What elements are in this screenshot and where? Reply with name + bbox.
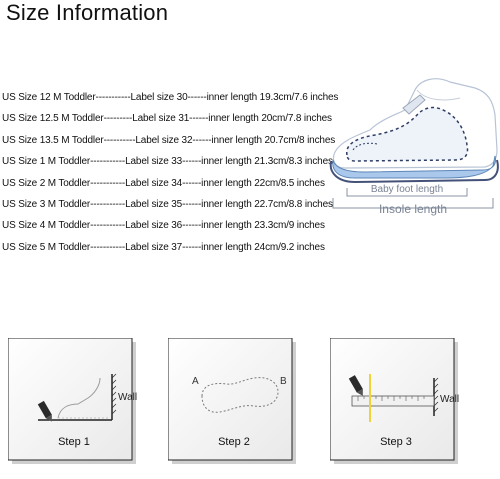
size-row: US Size 13.5 M Toddler----------Label si… bbox=[2, 134, 336, 146]
wall-label: Wall bbox=[118, 392, 137, 403]
size-row: US Size 3 M Toddler-----------Label size… bbox=[2, 198, 333, 210]
point-b-label: B bbox=[280, 376, 287, 387]
baby-foot-length-bracket bbox=[346, 188, 468, 197]
size-row: US Size 2 M Toddler-----------Label size… bbox=[2, 177, 325, 189]
step-2-label: Step 2 bbox=[218, 436, 250, 448]
size-row: US Size 1 M Toddler-----------Label size… bbox=[2, 156, 333, 168]
shoe-sole bbox=[329, 159, 499, 184]
shoe-upper-outline bbox=[332, 78, 498, 169]
wall-label: Wall bbox=[440, 394, 459, 405]
point-a-label: A bbox=[192, 376, 199, 387]
measurement-steps: Wall Step 1 A B Step 2 bbox=[0, 338, 500, 473]
step-1-card: Wall Step 1 bbox=[8, 338, 140, 468]
insole-length-bracket bbox=[332, 198, 494, 209]
shoe-measurement-diagram: Baby foot length Insole length bbox=[329, 78, 499, 216]
insole-length-label: Insole length bbox=[379, 202, 447, 216]
size-row: US Size 4 M Toddler-----------Label size… bbox=[2, 220, 325, 232]
baby-foot-length-label: Baby foot length bbox=[371, 184, 443, 195]
size-row: US Size 12 M Toddler-----------Label siz… bbox=[2, 92, 339, 103]
baby-foot-outline bbox=[346, 106, 469, 162]
step-2-illustration: A B bbox=[168, 338, 296, 464]
step-1-illustration: Wall bbox=[8, 338, 137, 464]
step-3-card: Wall Step 3 bbox=[330, 338, 462, 468]
size-row: US Size 12.5 M Toddler---------Label siz… bbox=[2, 113, 332, 125]
shoe-collar bbox=[416, 89, 461, 101]
shoe-strap bbox=[402, 94, 426, 115]
size-row: US Size 5 M Toddler-----------Label size… bbox=[2, 241, 325, 253]
step-3-label: Step 3 bbox=[380, 436, 412, 448]
baby-toes bbox=[352, 142, 378, 151]
insole-band bbox=[332, 155, 496, 179]
step-1-label: Step 1 bbox=[58, 436, 90, 448]
size-chart-list: US Size 12 M Toddler-----------Label siz… bbox=[2, 90, 339, 261]
step-2-card: A B Step 2 bbox=[168, 338, 300, 468]
page-title: Size Information bbox=[6, 0, 169, 25]
step-3-illustration: Wall bbox=[330, 338, 459, 464]
